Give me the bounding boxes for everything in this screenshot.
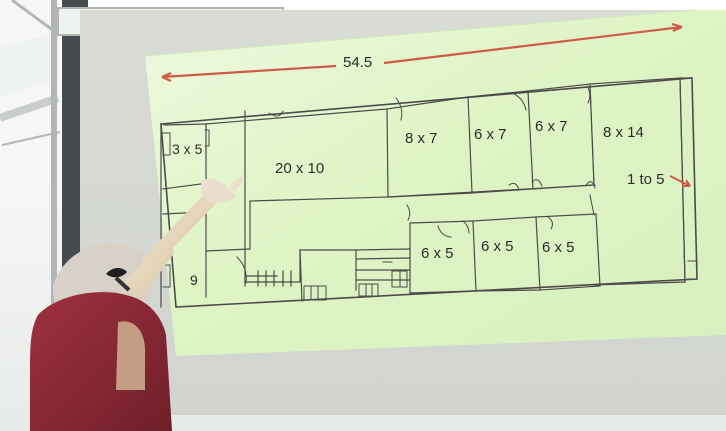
speaker: [30, 176, 245, 431]
dimension-line: [161, 22, 683, 83]
projection-screen: [80, 9, 726, 415]
arrow-1to5: [669, 175, 691, 187]
